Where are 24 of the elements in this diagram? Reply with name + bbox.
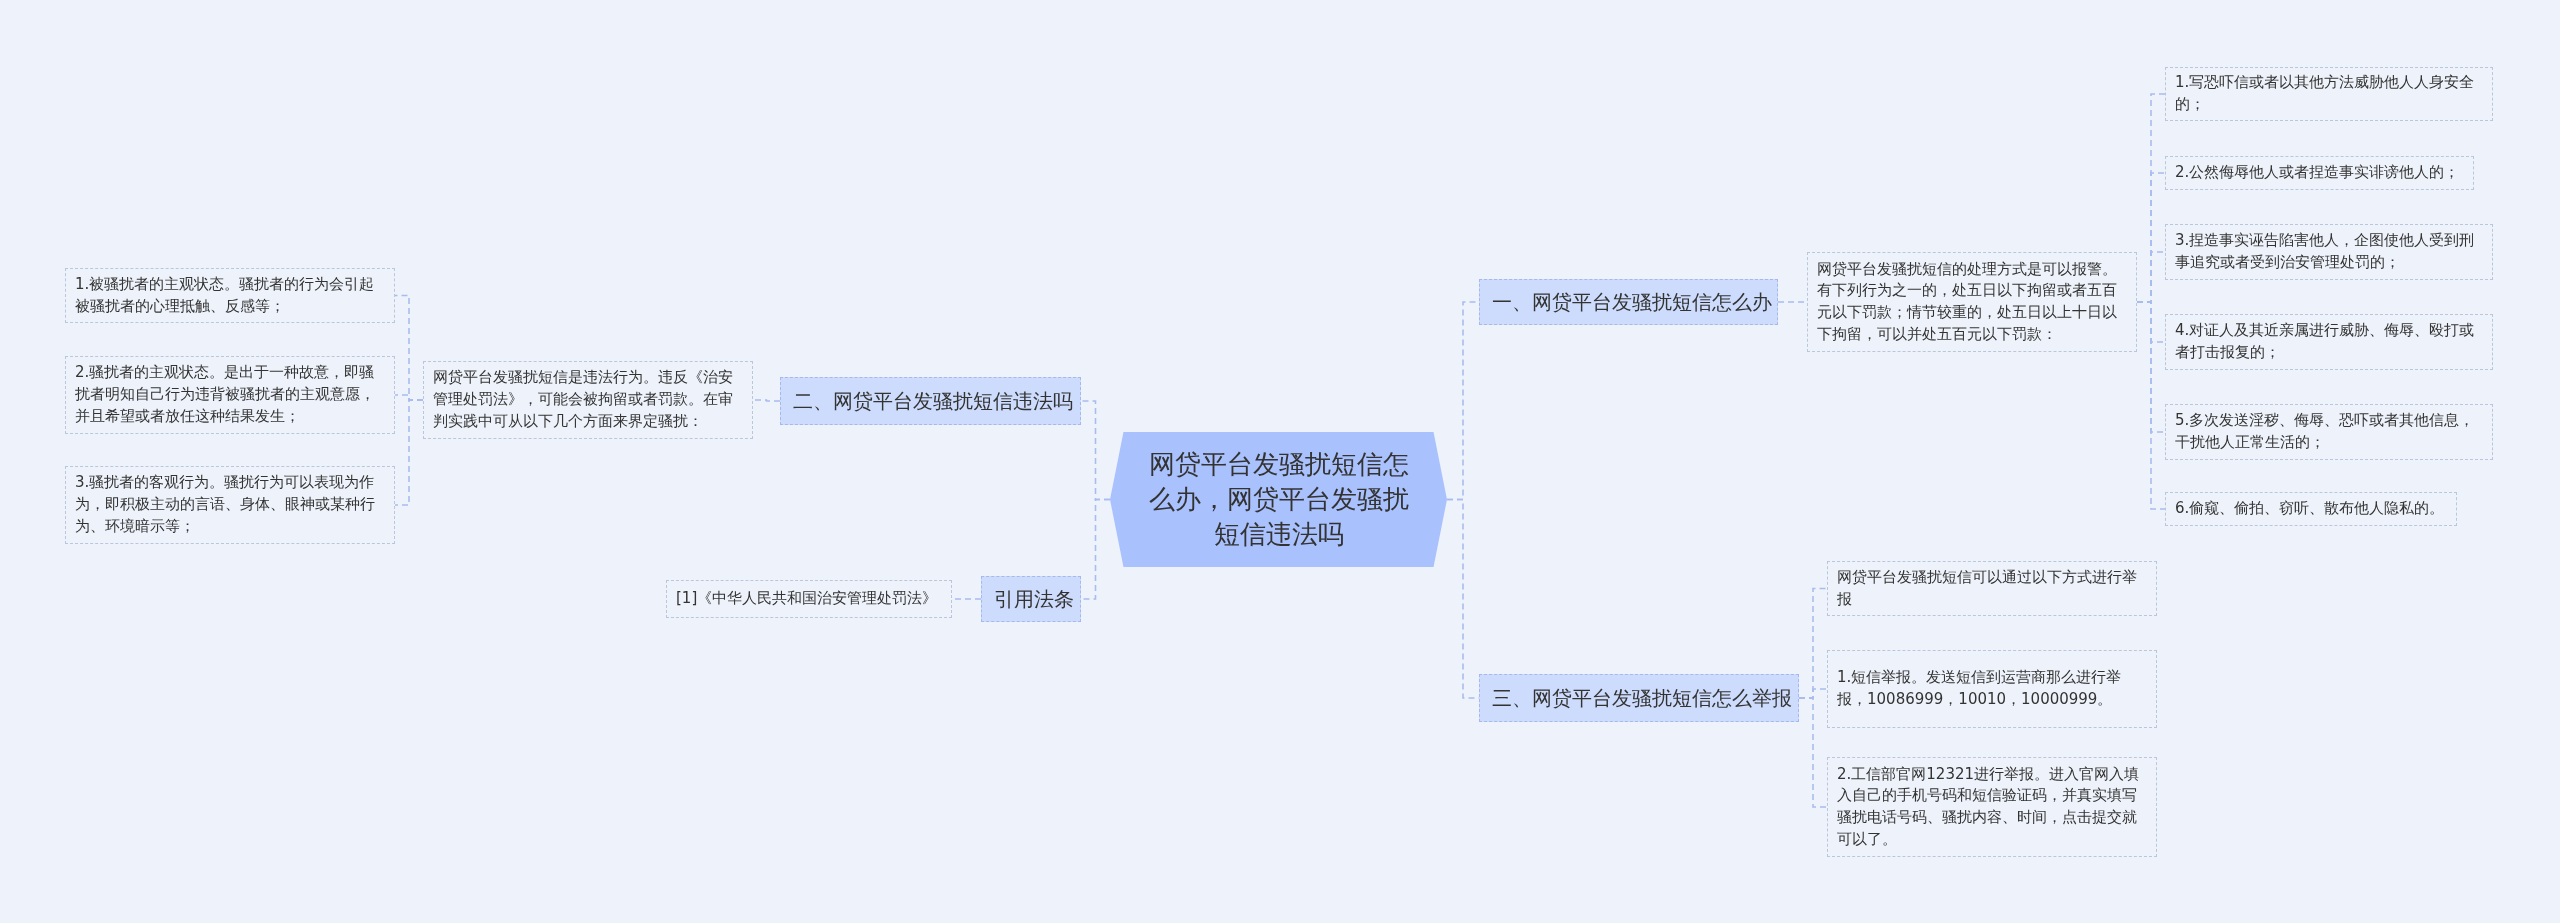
text-box: 网贷平台发骚扰短信是违法行为。违反《治安管理处罚法》，可能会被拘留或者罚款。在审判实践中可从以下几个方面来界定骚扰： (423, 361, 753, 439)
text-box: 4.对证人及其近亲属进行威胁、侮辱、殴打或者打击报复的； (2165, 314, 2493, 370)
text-box: 1.短信举报。发送短信到运营商那么进行举报，10086999，10010，10000999。 (1827, 650, 2157, 728)
connector-line (2136, 301, 2166, 510)
text-box: 3.骚扰者的客观行为。骚扰行为可以表现为作为，即积极主动的言语、身体、眼神或某种行为、环境暗示等； (65, 466, 395, 544)
branch-box: 二、网贷平台发骚扰短信违法吗 (780, 377, 1081, 425)
text-box: 2.公然侮辱他人或者捏造事实诽谤他人的； (2165, 156, 2474, 190)
branch-box: 引用法条 (981, 576, 1081, 622)
text-box: 6.偷窥、偷拍、窃听、散布他人隐私的。 (2165, 492, 2457, 526)
text-box: 网贷平台发骚扰短信可以通过以下方式进行举报 (1827, 561, 2157, 616)
text-box: 网贷平台发骚扰短信的处理方式是可以报警。有下列行为之一的，处五日以下拘留或者五百元以下罚款；情节较重的，处五日以上十日以下拘留，可以并处五百元以下罚款： (1807, 252, 2137, 352)
text-box: 1.被骚扰者的主观状态。骚扰者的行为会引起被骚扰者的心理抵触、反感等； (65, 268, 395, 323)
text-box: 5.多次发送淫秽、侮辱、恐吓或者其他信息，干扰他人正常生活的； (2165, 404, 2493, 460)
branch-box: 一、网贷平台发骚扰短信怎么办 (1479, 279, 1778, 325)
text-box: [1]《中华人民共和国治安管理处罚法》 (666, 580, 952, 618)
text-box: 3.捏造事实诬告陷害他人，企图使他人受到刑事追究或者受到治安管理处罚的； (2165, 224, 2493, 280)
central-topic-hexagon: 网贷平台发骚扰短信怎么办，网贷平台发骚扰短信违法吗 (1110, 432, 1447, 567)
text-box: 2.工信部官网12321进行举报。进入官网入填入自己的手机号码和短信验证码，并真实填写骚扰电话号码、骚扰内容、时间，点击提交就可以了。 (1827, 757, 2157, 857)
text-box: 1.写恐吓信或者以其他方法威胁他人人身安全的； (2165, 67, 2493, 121)
text-box: 2.骚扰者的主观状态。是出于一种故意，即骚扰者明知自己行为违背被骚扰者的主观意愿，并且希望或者放任这种结果发生； (65, 356, 395, 434)
connector-line (1798, 697, 1828, 808)
connector-line (394, 399, 424, 506)
connector-line (752, 399, 781, 402)
branch-box: 三、网贷平台发骚扰短信怎么举报 (1479, 674, 1799, 722)
